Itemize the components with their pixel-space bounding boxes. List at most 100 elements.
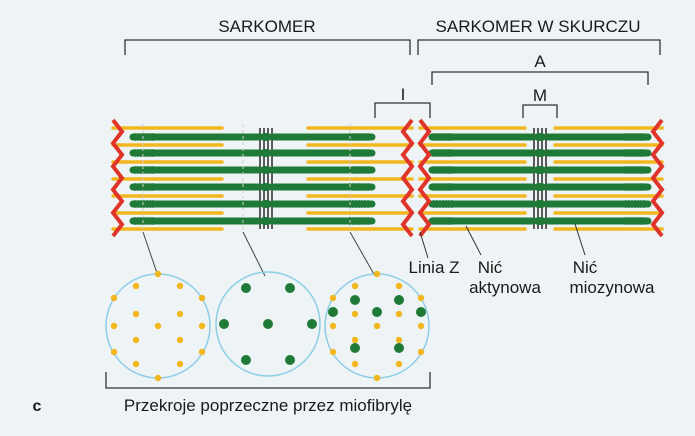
myosin-head-hatch [433, 183, 453, 191]
relaxed-sarcomere [110, 118, 415, 238]
actin-pointer [465, 225, 482, 256]
myosin-dot [328, 307, 338, 317]
myosin-head-hatch [625, 166, 645, 174]
cross-section-pointer-3 [349, 231, 376, 277]
sarcomere-label: SARKOMER [218, 17, 315, 36]
cross-section-pointer-1 [142, 231, 159, 277]
actin-dot [395, 282, 403, 290]
myosin-head-hatch [134, 183, 154, 191]
actin-dot [351, 282, 359, 290]
actin-dot [373, 270, 381, 278]
myosin-head-hatch [134, 217, 154, 225]
myosin-head-hatch [349, 200, 369, 208]
actin-dot [198, 322, 206, 330]
m-band-label: M [533, 86, 547, 105]
myosin-head-hatch [433, 149, 453, 157]
actin-dot [351, 336, 359, 344]
myosin-head-hatch [433, 217, 453, 225]
myosin-head-hatch [134, 200, 154, 208]
myosin-head-hatch [625, 200, 645, 208]
m-line-node [533, 149, 547, 157]
m-line-node [259, 200, 273, 208]
z-line [417, 118, 432, 238]
myosin-label-line1: Nić [573, 258, 598, 277]
myosin-head-hatch [433, 200, 453, 208]
actin-label-line2: aktynowa [469, 278, 541, 297]
m-line-node [259, 133, 273, 141]
actin-dot [132, 282, 140, 290]
myosin-head-hatch [625, 133, 645, 141]
actin-label-line1: Nić [478, 258, 503, 277]
actin-dot [198, 348, 206, 356]
myosin-pointer [574, 223, 586, 256]
sarcomere-bracket [124, 39, 411, 55]
actin-dot [110, 348, 118, 356]
cross-sections-label: Przekroje poprzeczne przez miofibrylę [124, 396, 412, 415]
myosin-dot [307, 319, 317, 329]
actin-dot [395, 336, 403, 344]
myosin-dot [372, 307, 382, 317]
actin-dot [351, 310, 359, 318]
myosin-dot [241, 283, 251, 293]
actin-dot [417, 294, 425, 302]
m-line-node [259, 166, 273, 174]
cross-section-actin-only [105, 270, 211, 382]
actin-dot [198, 294, 206, 302]
actin-dot [176, 310, 184, 318]
m-line-node [533, 166, 547, 174]
actin-dot [417, 322, 425, 330]
myosin-label-line2: miozynowa [569, 278, 655, 297]
a-band-bracket [431, 71, 649, 85]
contracted-sarcomere-bracket [417, 39, 661, 55]
actin-dot [417, 348, 425, 356]
m-line-node [533, 183, 547, 191]
actin-dot [176, 336, 184, 344]
cross-section-overlap [324, 270, 430, 382]
actin-dot [395, 360, 403, 368]
cross-sections-bracket [105, 372, 431, 389]
a-band-label: A [534, 52, 546, 71]
myosin-dot [219, 319, 229, 329]
z-line-label: Linia Z [408, 258, 459, 277]
actin-dot [329, 322, 337, 330]
z-line [650, 118, 665, 238]
i-band-bracket [374, 102, 431, 118]
actin-dot [176, 360, 184, 368]
myosin-dot [394, 295, 404, 305]
myosin-head-hatch [349, 183, 369, 191]
m-line-node [259, 217, 273, 225]
actin-dot [110, 294, 118, 302]
m-line-node [259, 149, 273, 157]
myosin-dot [416, 307, 426, 317]
myosin-head-hatch [433, 166, 453, 174]
panel-letter: c [33, 398, 42, 415]
m-line-node [533, 133, 547, 141]
myosin-head-hatch [134, 149, 154, 157]
m-line-node [259, 183, 273, 191]
actin-dot [329, 348, 337, 356]
myosin-dot [394, 343, 404, 353]
myosin-dot [350, 295, 360, 305]
actin-dot [154, 322, 162, 330]
myosin-dot [263, 319, 273, 329]
actin-dot [132, 310, 140, 318]
myosin-dot [285, 283, 295, 293]
myosin-dot [285, 355, 295, 365]
actin-dot [132, 360, 140, 368]
myosin-head-hatch [625, 183, 645, 191]
myosin-head-hatch [625, 149, 645, 157]
myosin-head-hatch [349, 149, 369, 157]
myosin-head-hatch [433, 133, 453, 141]
cross-section-pointer-2 [242, 231, 266, 277]
myosin-head-hatch [134, 133, 154, 141]
myosin-head-hatch [349, 166, 369, 174]
actin-dot [373, 322, 381, 330]
actin-dot [154, 270, 162, 278]
myosin-dot [241, 355, 251, 365]
m-line-node [533, 200, 547, 208]
actin-dot [395, 310, 403, 318]
contracted-sarcomere-label: SARKOMER W SKURCZU [436, 17, 641, 36]
myosin-head-hatch [134, 166, 154, 174]
actin-dot [373, 374, 381, 382]
